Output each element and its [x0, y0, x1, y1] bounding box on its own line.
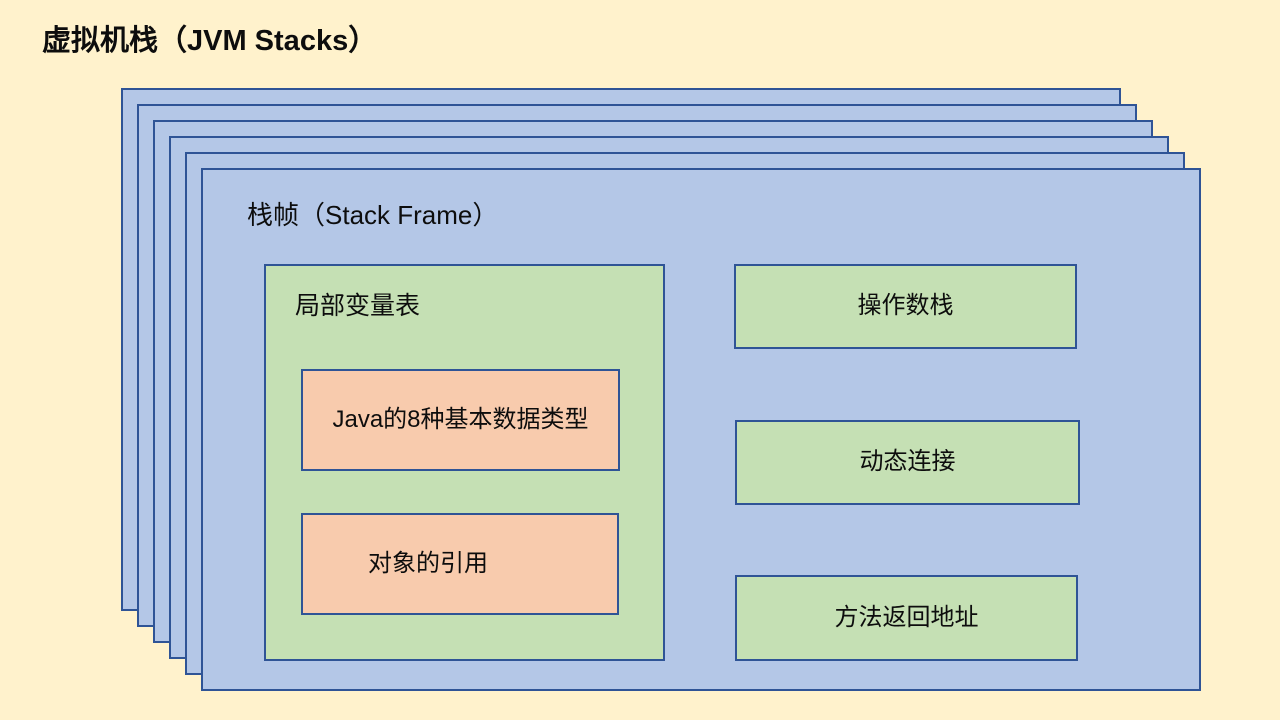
- method-return-address-box: 方法返回地址: [735, 575, 1078, 661]
- page-title: 虚拟机栈（JVM Stacks）: [42, 25, 378, 57]
- local-variable-table-label: 局部变量表: [295, 292, 421, 320]
- primitive-types-box: Java的8种基本数据类型: [301, 369, 620, 471]
- dynamic-linking-box: 动态连接: [735, 420, 1080, 505]
- local-variable-table-box: 局部变量表 Java的8种基本数据类型 对象的引用: [264, 264, 665, 661]
- stack-frame-front: 栈帧（Stack Frame） 局部变量表 Java的8种基本数据类型 对象的引…: [201, 168, 1201, 691]
- object-reference-box: 对象的引用: [301, 513, 619, 615]
- stack-frame-label: 栈帧（Stack Frame）: [247, 200, 499, 230]
- operand-stack-box: 操作数栈: [734, 264, 1077, 349]
